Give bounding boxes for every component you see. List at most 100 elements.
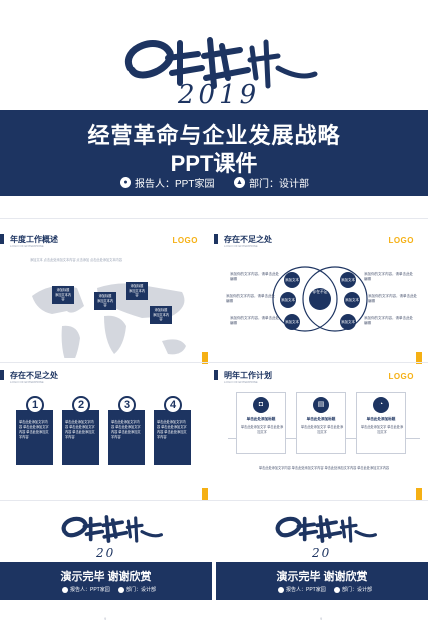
end-department: 部门：设计部	[334, 586, 372, 593]
accent-bar	[202, 488, 208, 500]
plan-box: ◔ 单击此处添加标题 单击此处添加文字 单击此处添加文字	[356, 392, 406, 454]
slide-subtitle: LOGO OF ENTERPRISE	[10, 244, 44, 248]
calligraphy-logo	[275, 515, 377, 543]
slide-body: 添加文本 点击此处添加文本内容 点击添加 点击此处添加文本内容	[30, 258, 122, 262]
end-year: 20	[96, 546, 116, 560]
cover-title-2: PPT课件	[170, 151, 258, 176]
map-pin-label: 添加标题 添加文本内容	[94, 292, 116, 310]
home-icon	[118, 586, 124, 593]
pie-chart-icon: ◔	[373, 397, 389, 413]
venn-text: 添加你的文字内容，请单击此处编辑	[368, 294, 417, 303]
plan-heading: 单击此处添加标题	[366, 417, 396, 421]
logo-text: LOGO	[388, 372, 414, 381]
department-label: 部门：设计部	[249, 179, 309, 190]
venn-node: 添加文本	[340, 272, 356, 288]
step-number: 4	[164, 396, 182, 414]
camera-icon: ◘	[253, 397, 269, 413]
home-icon: ▲	[234, 177, 245, 188]
end-year: 20	[312, 546, 332, 560]
step-number: 1	[26, 396, 44, 414]
title-mark	[0, 370, 4, 380]
slide-title: 存在不足之处	[224, 235, 272, 244]
cover-department: ▲ 部门：设计部	[234, 175, 309, 190]
cover-title: 经营革命与企业发展战略	[87, 123, 341, 148]
row-divider	[0, 500, 428, 501]
plan-text: 单击此处添加文字 单击此处添加文字	[360, 425, 404, 434]
title-mark	[0, 234, 4, 244]
plan-box: ▤ 单击此处添加标题 单击此处添加文字 单击此处添加文字	[296, 392, 346, 454]
end-reporter: 报告人：PPT家园	[62, 586, 110, 593]
calligraphy-logo	[124, 37, 318, 89]
department-label: 部门：设计部	[126, 587, 157, 593]
title-mark	[214, 234, 218, 244]
logo-text: LOGO	[388, 236, 414, 245]
book-icon: ▤	[313, 397, 329, 413]
slide-thumb-2[interactable]: 存在不足之处 LOGO OF ENTERPRISE LOGO 存在不足 添加文本…	[214, 228, 428, 358]
step-number: 2	[72, 396, 90, 414]
calligraphy-logo	[61, 515, 163, 543]
venn-node: 添加文本	[280, 292, 296, 308]
slide-thumb-1[interactable]: 年度工作概述 LOGO OF ENTERPRISE LOGO 添加文本 点击此处…	[0, 228, 212, 358]
end-title: 演示完毕 谢谢欣赏	[60, 571, 152, 583]
user-icon: ●	[120, 177, 131, 188]
slide-title: 存在不足之处	[10, 371, 58, 380]
venn-text: 添加你的文字内容，请单击此处编辑	[364, 272, 413, 281]
step-card: 单击此处添加文字内容 单击此处添加文字内容 单击此处添加文字内容	[154, 410, 191, 465]
venn-text: 添加你的文字内容，请单击此处编辑	[230, 272, 279, 281]
user-icon	[62, 586, 68, 593]
step-card: 单击此处添加文字内容 单击此处添加文字内容 单击此处添加文字内容	[16, 410, 53, 465]
accent-bar	[202, 352, 208, 364]
department-label: 部门：设计部	[342, 587, 373, 593]
venn-text: 添加你的文字内容，请单击此处编辑	[364, 316, 413, 325]
end-title: 演示完毕 谢谢欣赏	[276, 571, 368, 583]
venn-text: 添加你的文字内容，请单击此处编辑	[226, 294, 275, 303]
page-number: 9	[320, 616, 323, 621]
plan-text: 单击此处添加文字 单击此处添加文字	[240, 425, 284, 434]
venn-center-label: 存在不足	[312, 290, 328, 294]
reporter-label: 报告人：PPT家园	[286, 587, 326, 593]
page-number: 9	[104, 616, 107, 621]
plan-heading: 单击此处添加标题	[306, 417, 336, 421]
step-number: 3	[118, 396, 136, 414]
slide-subtitle: LOGO OF ENTERPRISE	[224, 380, 258, 384]
cover-band	[0, 110, 428, 196]
map-pin-label: 添加标题 添加文本内容	[126, 282, 148, 300]
plan-text: 单击此处添加文字 单击此处添加文字	[300, 425, 344, 434]
map-pin-label: 添加标题 添加文本内容	[52, 286, 74, 304]
cover-slide[interactable]: 2019 经营革命与企业发展战略 PPT课件 ● 报告人：PPT家园 ▲ 部门：…	[0, 0, 428, 200]
reporter-label: 报告人：PPT家园	[135, 179, 215, 190]
venn-node: 添加文本	[284, 314, 300, 330]
venn-text: 添加你的文字内容，请单击此处编辑	[230, 316, 279, 325]
venn-diagram	[272, 266, 368, 332]
reporter-label: 报告人：PPT家园	[70, 587, 110, 593]
row-divider	[0, 362, 428, 363]
row-divider	[0, 218, 428, 219]
cover-year: 2019	[178, 80, 261, 110]
end-band	[216, 562, 428, 600]
cover-reporter: ● 报告人：PPT家园	[120, 175, 214, 190]
title-mark	[214, 370, 218, 380]
step-card: 单击此处添加文字内容 单击此处添加文字内容 单击此处添加文字内容	[108, 410, 145, 465]
logo-text: LOGO	[172, 236, 198, 245]
end-reporter: 报告人：PPT家园	[278, 586, 326, 593]
slide-title: 明年工作计划	[224, 371, 272, 380]
plan-heading: 单击此处添加标题	[246, 417, 276, 421]
plan-box: ◘ 单击此处添加标题 单击此处添加文字 单击此处添加文字	[236, 392, 286, 454]
map-pin-label: 添加标题 添加文本内容	[150, 306, 172, 324]
slide-subtitle: LOGO OF ENTERPRISE	[224, 244, 258, 248]
plan-footer: 单击此处添加文字内容 单击此处添加文字内容 单击此处添加文字内容 单击此处添加文…	[258, 466, 390, 470]
home-icon	[334, 586, 340, 593]
accent-bar	[416, 488, 422, 500]
slide-thumb-4[interactable]: 明年工作计划 LOGO OF ENTERPRISE LOGO	[214, 364, 428, 496]
accent-bar	[416, 352, 422, 364]
venn-node: 添加文本	[284, 272, 300, 288]
slide-title: 年度工作概述	[10, 235, 58, 244]
end-department: 部门：设计部	[118, 586, 156, 593]
user-icon	[278, 586, 284, 593]
end-band	[0, 562, 212, 600]
step-card: 单击此处添加文字内容 单击此处添加文字内容 单击此处添加文字内容	[62, 410, 99, 465]
slide-subtitle: LOGO OF ENTERPRISE	[10, 380, 44, 384]
venn-node: 添加文本	[344, 292, 360, 308]
venn-node: 添加文本	[340, 314, 356, 330]
